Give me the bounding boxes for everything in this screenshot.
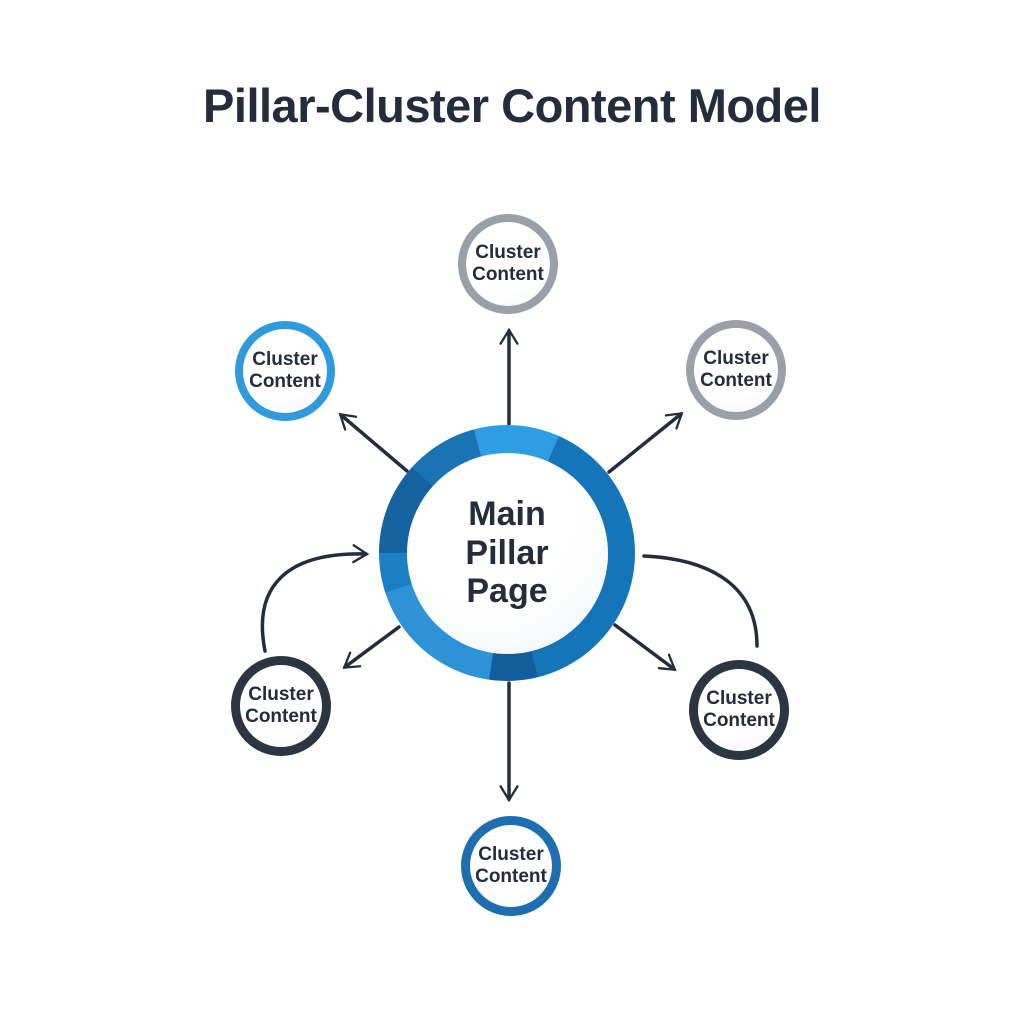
cluster-node-top-right: Cluster Content: [686, 320, 786, 420]
cluster-node-top-left: Cluster Content: [235, 321, 335, 421]
cluster-node-bottom-left: Cluster Content: [231, 656, 331, 756]
connector-bottom-left-to-main-curved: [260, 544, 370, 653]
cluster-node-bottom-right: Cluster Content: [689, 660, 789, 760]
cluster-label: Cluster Content: [249, 349, 321, 392]
cluster-node-bottom: Cluster Content: [461, 816, 561, 916]
cluster-label: Cluster Content: [472, 242, 544, 285]
connector-main-to-top-left: [338, 412, 409, 473]
cluster-node-top: Cluster Content: [458, 214, 558, 314]
cluster-label: Cluster Content: [475, 844, 547, 887]
cluster-label: Cluster Content: [700, 348, 772, 391]
connector-main-to-bottom-right: [613, 623, 677, 671]
main-pillar-label: Main Pillar Page: [406, 452, 608, 654]
connector-main-to-bottom-right-curved: [642, 554, 759, 648]
cluster-label: Cluster Content: [703, 688, 775, 731]
connector-main-to-top-right: [607, 411, 684, 474]
main-pillar-node: Main Pillar Page: [379, 425, 635, 681]
page-title: Pillar-Cluster Content Model: [203, 79, 821, 132]
connector-main-to-bottom-left: [342, 625, 401, 669]
cluster-label: Cluster Content: [245, 684, 317, 727]
